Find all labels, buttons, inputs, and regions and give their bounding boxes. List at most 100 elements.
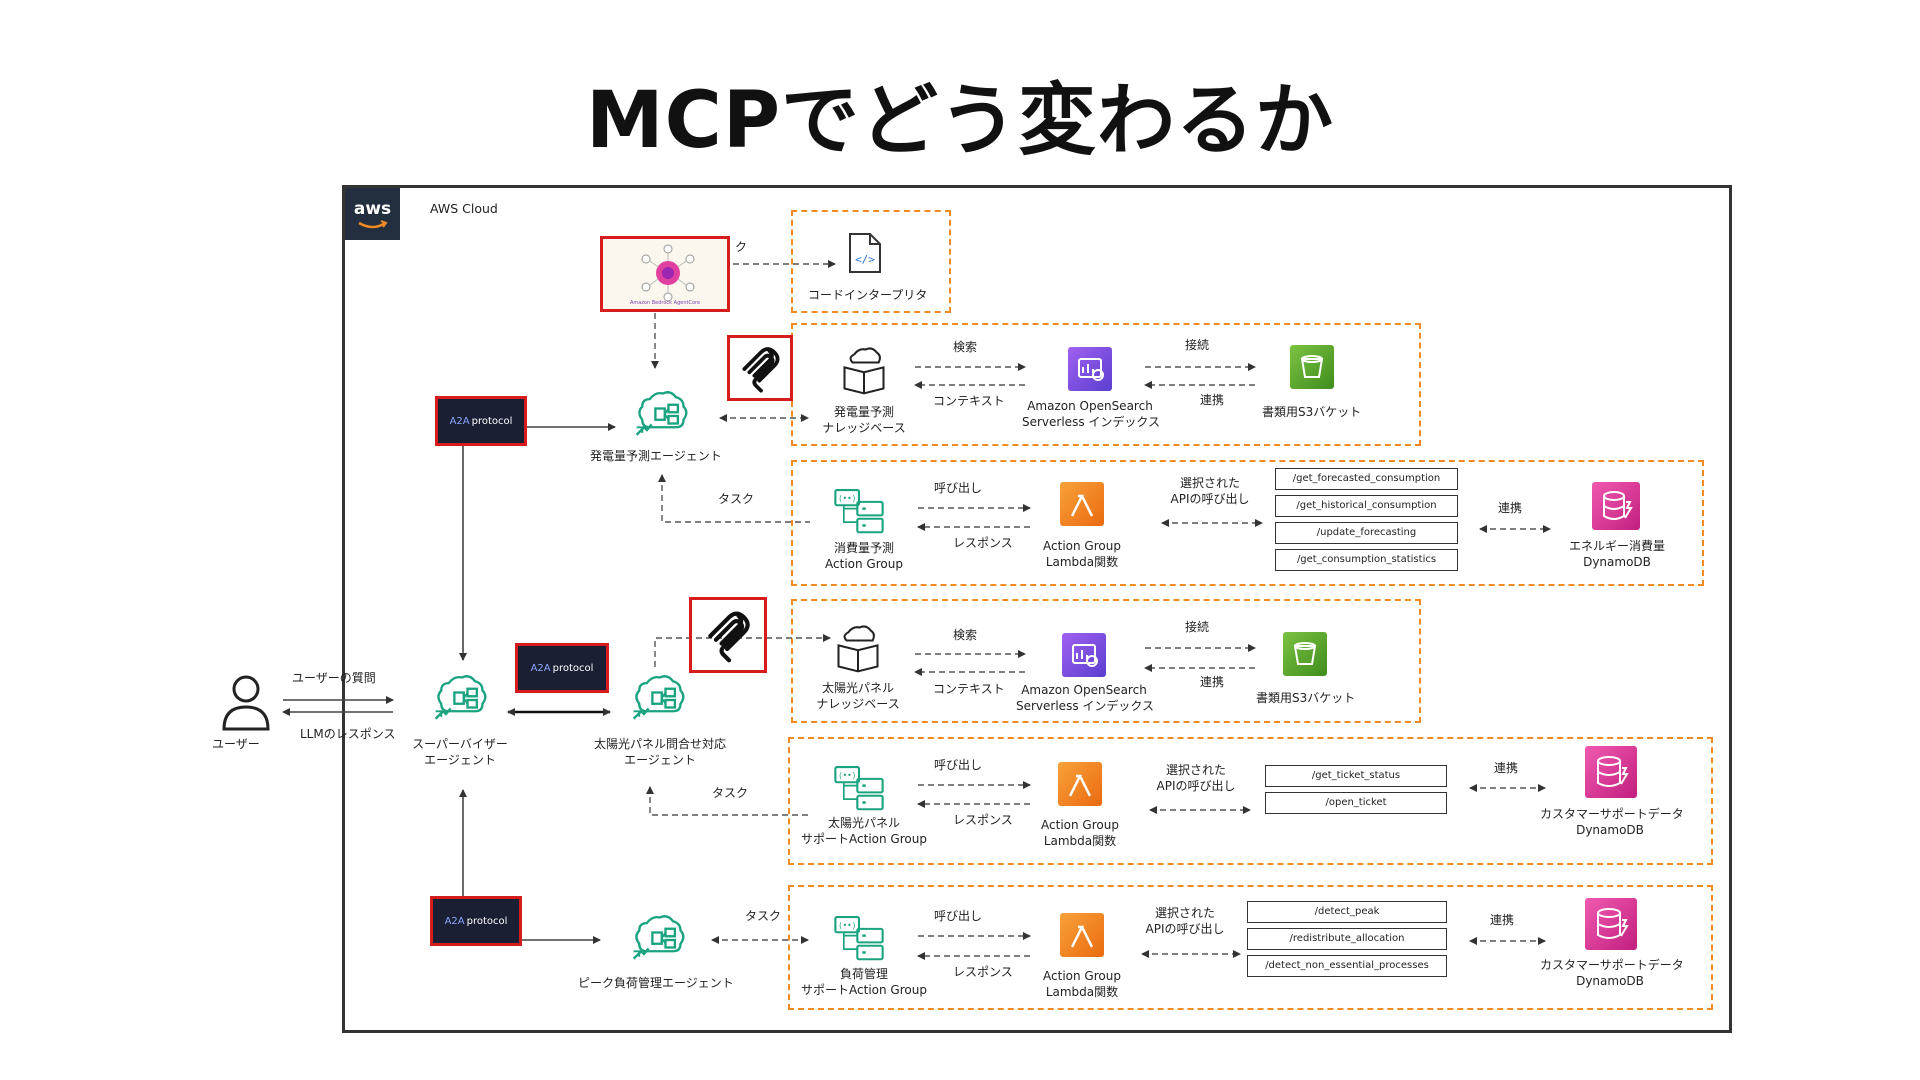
action-group-icon (833, 765, 885, 811)
lambda-icon (1060, 913, 1104, 957)
dynamodb-icon (1585, 746, 1637, 798)
response-label: レスポンス (953, 813, 1013, 827)
task-label: タスク (718, 492, 755, 506)
knowledge-base-icon (843, 347, 885, 395)
lambda-icon (1060, 482, 1104, 526)
kb1-name: 発電量予測ナレッジベース (822, 405, 906, 436)
llm-response-label: LLMのレスポンス (300, 727, 396, 741)
knowledge-base-icon (837, 625, 879, 673)
aws-logo-icon: aws (345, 188, 400, 240)
api-endpoint: /update_forecasting (1275, 522, 1458, 544)
link-label: 連携 (1490, 913, 1515, 927)
task-label: タスク (745, 909, 782, 923)
api-endpoint: /get_ticket_status (1265, 765, 1447, 787)
link-label: 連携 (1498, 501, 1523, 515)
response-label: レスポンス (953, 536, 1013, 550)
link-label: 連携 (1494, 761, 1519, 775)
a2a-prefix: A2A (530, 662, 551, 674)
mcp-icon (742, 347, 780, 393)
mcp-icon (701, 608, 757, 664)
opensearch-icon (1062, 633, 1106, 677)
action-group-icon (833, 915, 885, 961)
code-file-icon: </> (849, 233, 881, 273)
connect-label: 接続 (1185, 620, 1210, 634)
s3-bucket-icon (1283, 632, 1327, 676)
a2a-prefix: A2A (449, 415, 470, 427)
api-endpoint: /detect_non_essential_processes (1247, 955, 1447, 977)
solar-agent-label: 太陽光パネル問合せ対応エージェント (593, 737, 726, 768)
code-interpreter-label: コードインタープリタ (808, 288, 928, 302)
agentcore-image: Amazon Bedrock AgentCore (600, 236, 730, 312)
peak-agent-label: ピーク負荷管理エージェント (578, 976, 734, 990)
a2a-suffix: protocol (471, 415, 513, 427)
search-label: 検索 (953, 340, 978, 354)
context-label: コンテキスト (933, 394, 1005, 408)
aws-logo-text: aws (353, 199, 392, 219)
link-label: 連携 (1200, 393, 1225, 407)
a2a-suffix: protocol (552, 662, 594, 674)
s3-label: 書類用S3バケット (1256, 691, 1356, 705)
mcp-logo-box (689, 597, 767, 673)
response-label: レスポンス (953, 965, 1013, 979)
aws-cloud-frame (342, 185, 1732, 1033)
api-endpoint: /get_historical_consumption (1275, 495, 1458, 517)
opensearch-icon (1068, 347, 1112, 391)
connect-label: 接続 (1185, 338, 1210, 352)
page-title: MCPでどう変わるか (585, 76, 1335, 166)
action-group-icon (833, 488, 885, 534)
call-label: 呼び出し (934, 758, 983, 772)
call-label: 呼び出し (934, 481, 983, 495)
kb2-group (791, 599, 1421, 723)
api-endpoint: /detect_peak (1247, 901, 1447, 923)
dynamodb-icon (1592, 482, 1640, 530)
ag3-name: 負荷管理サポートAction Group (801, 967, 927, 998)
a2a-suffix: protocol (466, 915, 508, 927)
call-label: 呼び出し (934, 909, 983, 923)
solar-agent-icon (632, 674, 685, 721)
s3-label: 書類用S3バケット (1262, 405, 1362, 419)
power-agent-label: 発電量予測エージェント (590, 449, 722, 463)
agentcore-caption: Amazon Bedrock AgentCore (629, 300, 701, 306)
task-label: タスク (712, 786, 749, 800)
action-group3-group (788, 885, 1713, 1010)
search-label: 検索 (953, 628, 978, 642)
user-question-label: ユーザーの質問 (292, 671, 376, 685)
s3-bucket-icon (1290, 345, 1334, 389)
mcp-logo-box (727, 335, 793, 401)
kb2-name: 太陽光パネルナレッジベース (816, 681, 900, 712)
code-interpreter-group (791, 210, 951, 313)
user-label: ユーザー (212, 737, 260, 751)
supervisor-agent-icon (434, 674, 487, 721)
action-group1-group (791, 460, 1704, 586)
ag2-name: 太陽光パネルサポートAction Group (801, 816, 927, 847)
link-label: 連携 (1200, 675, 1225, 689)
api-endpoint: /get_forecasted_consumption (1275, 468, 1458, 490)
user-icon (222, 675, 270, 731)
peak-agent-icon (632, 914, 685, 961)
aws-cloud-label: AWS Cloud (430, 201, 498, 216)
api-endpoint: /open_ticket (1265, 792, 1447, 814)
action-group2-group (788, 737, 1713, 865)
dynamodb-icon (1585, 898, 1637, 950)
api-endpoint: /redistribute_allocation (1247, 928, 1447, 950)
svg-text:</>: </> (855, 253, 875, 266)
task-label-fragment: ク (735, 240, 748, 254)
power-agent-icon (635, 390, 688, 437)
api-endpoint: /get_consumption_statistics (1275, 549, 1458, 571)
